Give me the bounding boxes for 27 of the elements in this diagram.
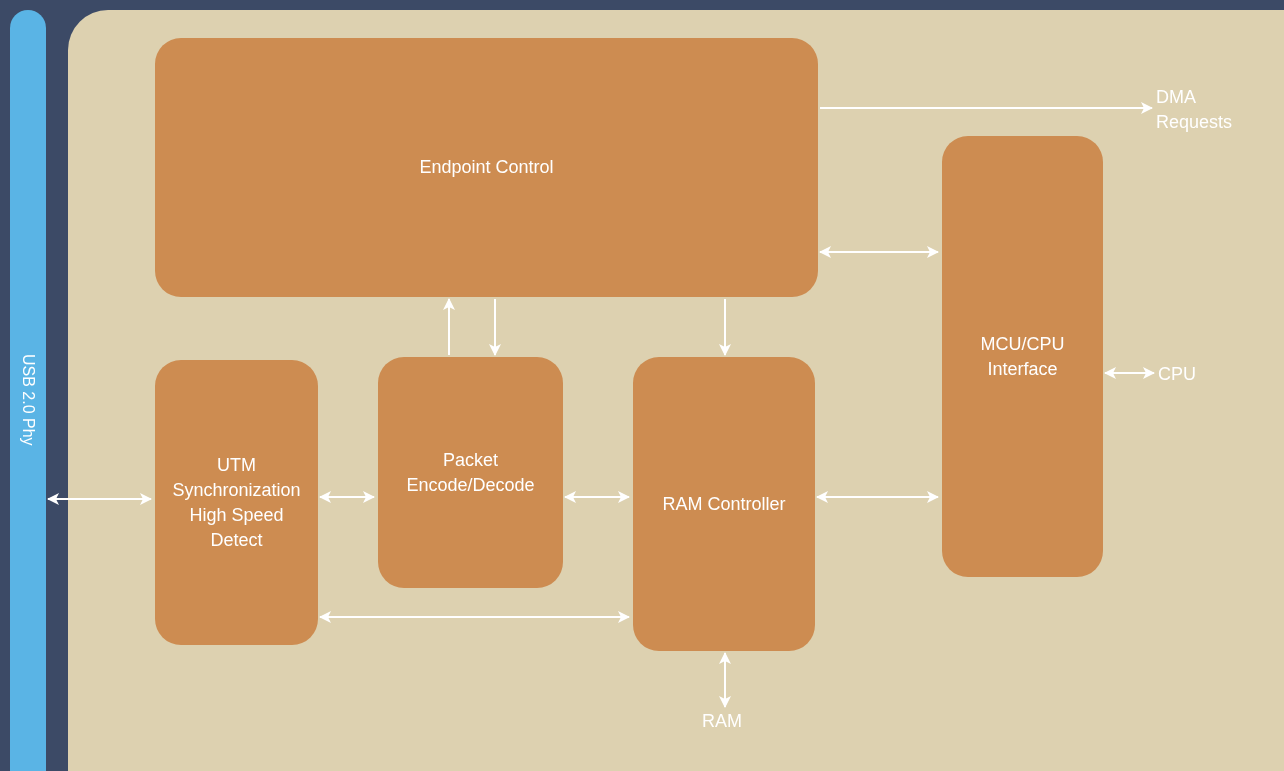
signal-label: CPU <box>1158 362 1198 386</box>
arrow <box>47 493 152 505</box>
arrow <box>719 652 731 708</box>
arrow <box>443 298 455 356</box>
signal-label: DMA Requests <box>1156 85 1246 135</box>
block-label: Packet Encode/Decode <box>405 448 536 497</box>
arrow <box>719 298 731 356</box>
bar-label: USB 2.0 Phy <box>19 354 38 446</box>
arrow <box>319 491 375 503</box>
arrow <box>819 102 1153 114</box>
signal-label: RAM <box>702 709 748 733</box>
block-box <box>378 357 563 588</box>
arrow <box>319 611 630 623</box>
arrow <box>564 491 630 503</box>
arrow <box>489 298 501 356</box>
block-box <box>155 38 818 297</box>
block-label: MCU/CPU Interface <box>979 332 1066 381</box>
arrow <box>816 491 939 503</box>
block-label: RAM Controller <box>662 492 786 516</box>
phy-bar <box>10 10 46 771</box>
arrow <box>819 246 939 258</box>
block-label: UTM Synchronization High Speed Detect <box>171 453 302 552</box>
block-box <box>155 360 318 645</box>
block-box <box>633 357 815 651</box>
block-label: Endpoint Control <box>419 156 554 179</box>
arrow <box>1104 367 1155 379</box>
block-box <box>942 136 1103 577</box>
